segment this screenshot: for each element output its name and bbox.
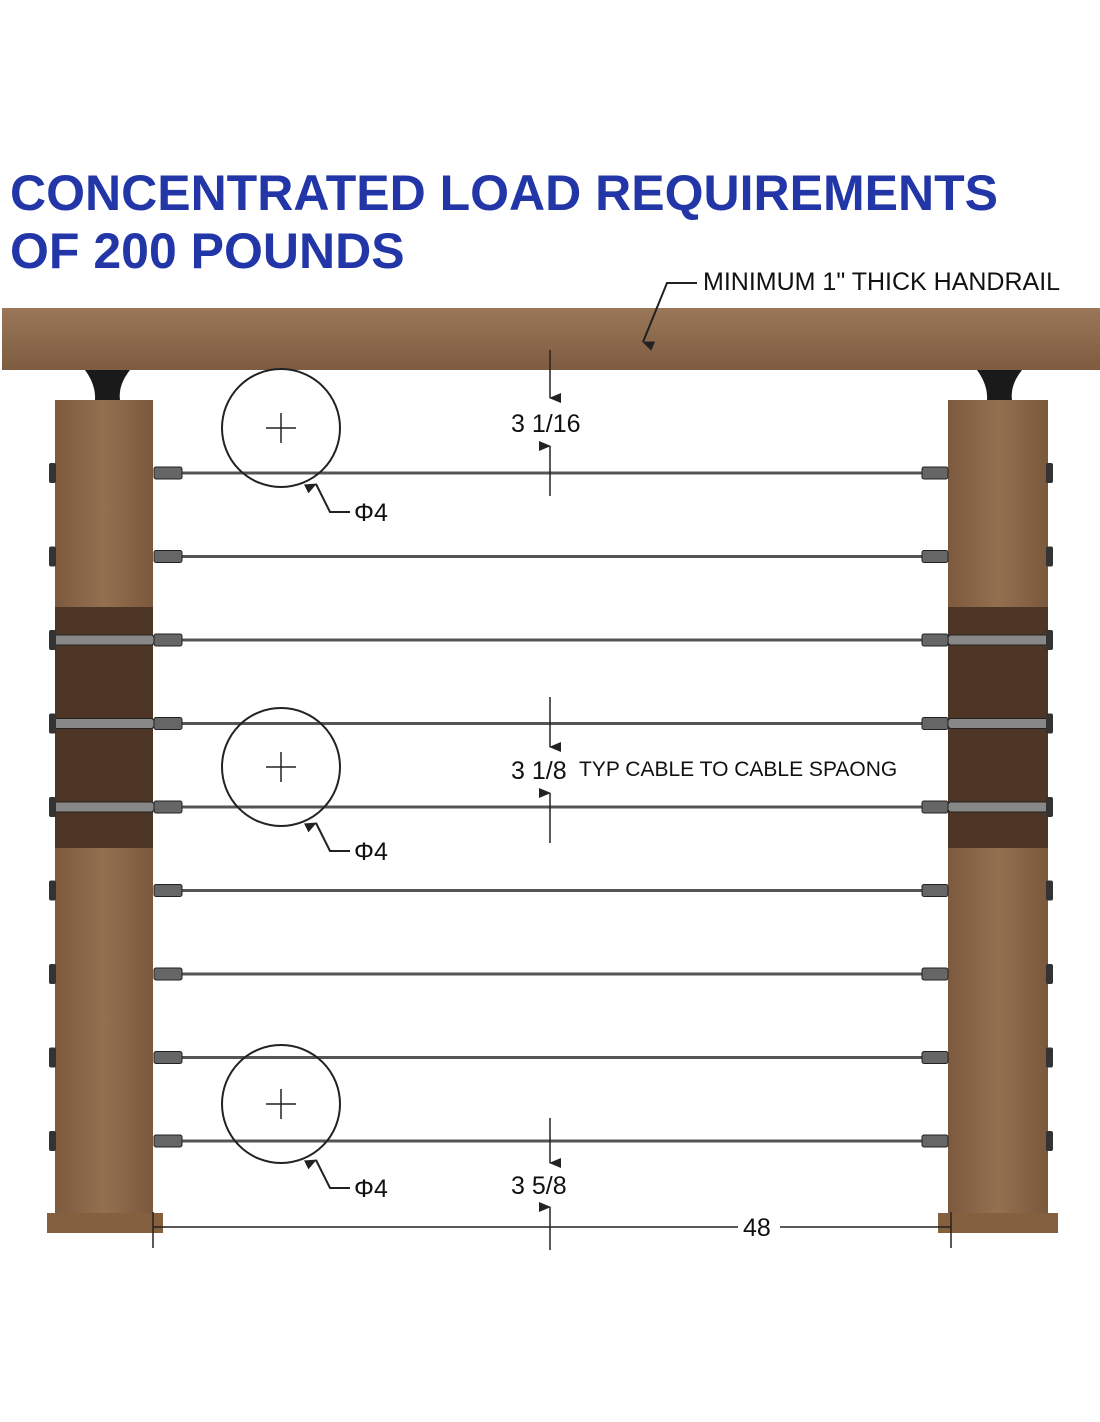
bolt-head-left — [49, 1047, 56, 1068]
cable-fitting-right — [921, 717, 949, 730]
right-post — [938, 400, 1058, 1233]
bolt-head-right — [1046, 880, 1053, 901]
sphere-1-label: Φ4 — [354, 499, 388, 527]
dim-bottom-label: 3 5/8 — [511, 1172, 567, 1200]
cable-7 — [49, 964, 1053, 984]
cable-2 — [49, 546, 1053, 567]
cable-5 — [49, 797, 1053, 817]
cable-9 — [49, 1131, 1053, 1151]
cable-fitting-left — [153, 800, 183, 814]
cable-1 — [49, 463, 1053, 483]
cable-fitting-left — [153, 633, 183, 647]
cable-3 — [49, 630, 1053, 650]
handrail-leader — [642, 282, 697, 351]
bolt-head-right — [1046, 1047, 1053, 1068]
through-bolt-right — [947, 718, 1053, 729]
cable-fitting-left — [153, 1051, 183, 1064]
cable-fitting-right — [921, 1051, 949, 1064]
cable-8 — [49, 1047, 1053, 1068]
bolt-head-right — [1046, 546, 1053, 567]
bolt-head-right — [1046, 713, 1053, 734]
through-bolt-left — [49, 634, 155, 646]
cable-4 — [49, 713, 1053, 734]
sphere-2-label: Φ4 — [354, 838, 388, 866]
dim-top-label: 3 1/16 — [511, 410, 581, 438]
title-line-1: CONCENTRATED LOAD REQUIREMENTS — [10, 165, 998, 221]
through-bolt-right — [947, 801, 1053, 813]
bolt-head-left — [49, 630, 56, 650]
cable-fitting-right — [921, 1134, 949, 1148]
cable-fitting-left — [153, 1134, 183, 1148]
sphere-3: Φ4 — [221, 1044, 388, 1203]
handrail-label: MINIMUM 1" THICK HANDRAIL — [703, 268, 1060, 296]
cable-6 — [49, 880, 1053, 901]
cable-fitting-right — [921, 550, 949, 563]
bolt-head-right — [1046, 630, 1053, 650]
right-bracket — [977, 370, 1022, 400]
cable-fitting-right — [921, 800, 949, 814]
bolt-head-left — [49, 713, 56, 734]
cables — [49, 463, 1053, 1151]
sphere-2: Φ4 — [221, 707, 388, 866]
bolt-head-left — [49, 797, 56, 817]
bolt-head-left — [49, 1131, 56, 1151]
cable-fitting-right — [921, 633, 949, 647]
bolt-head-left — [49, 463, 56, 483]
title-line-2: OF 200 POUNDS — [10, 223, 405, 279]
cable-fitting-left — [153, 884, 183, 897]
cable-fitting-left — [153, 466, 183, 480]
cable-fitting-left — [153, 550, 183, 563]
dim-width-label: 48 — [743, 1214, 771, 1242]
bolt-head-left — [49, 880, 56, 901]
left-bracket — [85, 370, 130, 400]
left-post — [47, 400, 163, 1233]
dim-typ-text: TYP CABLE TO CABLE SPAONG — [579, 758, 897, 781]
cable-fitting-right — [921, 466, 949, 480]
cable-fitting-right — [921, 967, 949, 981]
bolt-head-left — [49, 964, 56, 984]
dim-width — [152, 1212, 952, 1248]
cable-fitting-left — [153, 717, 183, 730]
bolt-head-right — [1046, 1131, 1053, 1151]
handrail — [2, 308, 1100, 370]
dim-typ-value: 3 1/8 — [511, 757, 567, 785]
through-bolt-left — [49, 718, 155, 729]
bolt-head-right — [1046, 964, 1053, 984]
bolt-head-right — [1046, 463, 1053, 483]
sphere-3-label: Φ4 — [354, 1175, 388, 1203]
through-bolt-left — [49, 801, 155, 813]
bolt-head-right — [1046, 797, 1053, 817]
cable-fitting-right — [921, 884, 949, 897]
through-bolt-right — [947, 634, 1053, 646]
cable-fitting-left — [153, 967, 183, 981]
sphere-1: Φ4 — [221, 368, 388, 527]
bolt-head-left — [49, 546, 56, 567]
